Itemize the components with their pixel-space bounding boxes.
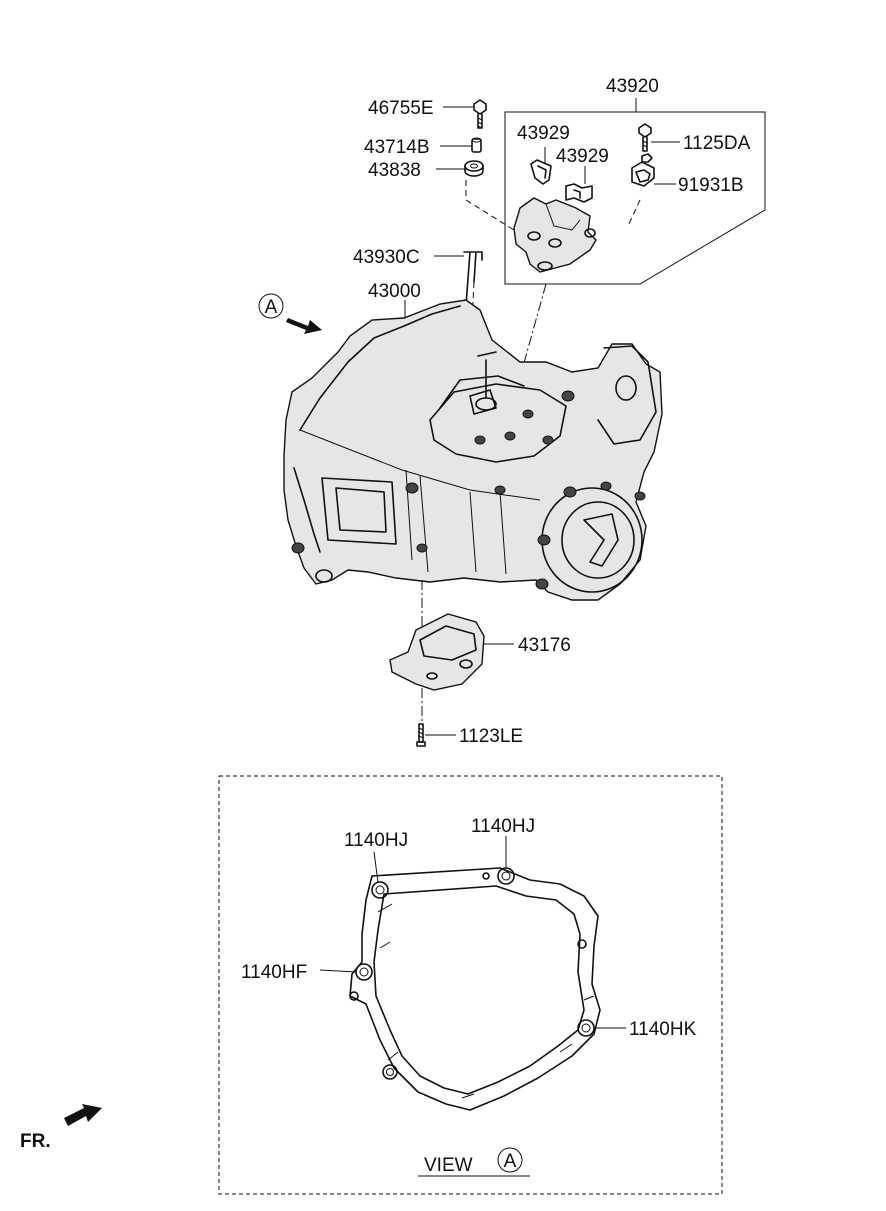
part-91931B-clamp[interactable] — [631, 153, 655, 187]
part-43176-bracket[interactable] — [389, 613, 485, 691]
label-46755E: 46755E — [368, 98, 434, 119]
label-43920: 43920 — [606, 76, 659, 97]
front-indicator-text: FR. — [20, 1131, 51, 1152]
part-43000-transmission[interactable] — [283, 299, 663, 601]
bolt-1140HK[interactable] — [577, 1019, 595, 1037]
view-a-letter: A — [265, 297, 278, 318]
part-43714B-bushing[interactable] — [471, 137, 482, 153]
bolt-lower-left[interactable] — [382, 1064, 398, 1080]
label-43714B: 43714B — [364, 137, 430, 158]
view-label-letter: A — [504, 1151, 517, 1172]
label-43929-b: 43929 — [556, 146, 609, 167]
part-43929-clip-b[interactable] — [565, 183, 593, 203]
label-43176: 43176 — [518, 635, 571, 656]
part-43920-bracket[interactable] — [513, 197, 597, 273]
bolt-1140HJ-left[interactable] — [371, 881, 389, 899]
part-1123LE-bolt[interactable] — [416, 723, 426, 747]
label-91931B: 91931B — [678, 175, 744, 196]
part-1125DA-screw[interactable] — [638, 123, 652, 152]
label-1140HJ-right: 1140HJ — [471, 816, 535, 837]
bolt-1140HF[interactable] — [355, 963, 373, 981]
label-1123LE: 1123LE — [459, 726, 523, 747]
label-43930C: 43930C — [353, 247, 420, 268]
label-1140HF: 1140HF — [241, 962, 307, 983]
label-1140HJ-left: 1140HJ — [344, 830, 408, 851]
front-indicator: FR. — [20, 1104, 102, 1152]
bracket-assembly-box — [504, 98, 766, 285]
label-1125DA: 1125DA — [683, 133, 751, 154]
view-a-panel — [218, 775, 723, 1195]
view-a-arrow: A — [258, 293, 322, 334]
label-43838: 43838 — [368, 160, 421, 181]
label-1140HK: 1140HK — [629, 1019, 697, 1040]
part-46755E-bolt[interactable] — [473, 99, 487, 129]
front-arrow-icon — [64, 1104, 102, 1126]
view-a-label: VIEW A — [418, 1147, 530, 1177]
gasket-plate[interactable] — [349, 867, 601, 1111]
label-43929-a: 43929 — [517, 123, 570, 144]
label-43000: 43000 — [368, 281, 421, 302]
part-43929-clip-a[interactable] — [530, 159, 552, 185]
view-label-text: VIEW — [424, 1155, 473, 1176]
part-43838-washer[interactable] — [464, 160, 484, 177]
